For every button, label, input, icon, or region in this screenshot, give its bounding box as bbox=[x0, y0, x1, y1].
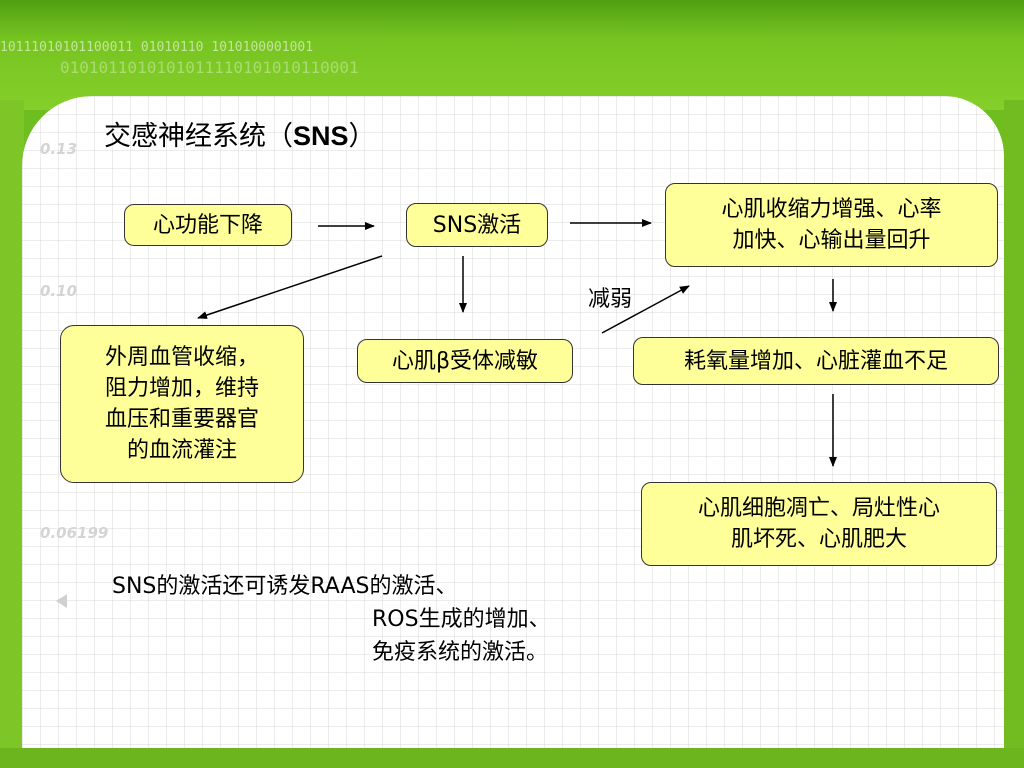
node-label-line: 加快、心输出量回升 bbox=[732, 228, 931, 253]
node-label: 耗氧量增加、心脏灌血不足 bbox=[683, 348, 948, 374]
node-apoptosis: 心肌细胞凋亡、局灶性心 肌坏死、心肌肥大 bbox=[641, 482, 997, 566]
arrow-beta-weaken bbox=[601, 285, 690, 334]
node-label-line: 的血流灌注 bbox=[126, 438, 237, 463]
node-contractility: 心肌收缩力增强、心率 加快、心输出量回升 bbox=[665, 183, 998, 267]
note-line-3: 免疫系统的激活。 bbox=[372, 640, 549, 665]
edge-label-weaken: 减弱 bbox=[588, 287, 633, 312]
bottom-frame bbox=[0, 748, 1024, 768]
binary-digits-decoration-2: 0101011010101011110101010110001 bbox=[60, 58, 359, 77]
node-label-line: 肌坏死、心肌肥大 bbox=[730, 527, 907, 552]
slide-title: 交感神经系统（SNS） bbox=[104, 114, 376, 153]
node-oxygen-consumption: 耗氧量增加、心脏灌血不足 bbox=[633, 337, 999, 385]
watermark-number: 0.10 bbox=[40, 282, 78, 300]
node-label-line: 血压和重要器官 bbox=[104, 407, 259, 432]
node-label: SNS激活 bbox=[432, 212, 522, 238]
back-arrow-icon[interactable] bbox=[56, 594, 67, 608]
title-suffix: ） bbox=[348, 121, 376, 152]
note-line-1: SNS的激活还可诱发RAAS的激活、 bbox=[112, 574, 458, 599]
watermark-number: 0.13 bbox=[40, 140, 78, 158]
node-label-line: 外周血管收缩， bbox=[104, 345, 259, 370]
title-prefix: 交感神经系统（ bbox=[104, 121, 293, 152]
left-frame bbox=[0, 100, 24, 768]
header-band bbox=[0, 0, 1024, 110]
node-label: 心肌β受体减敏 bbox=[391, 348, 539, 374]
title-abbrev: SNS bbox=[293, 121, 349, 151]
node-label-line: 阻力增加，维持 bbox=[104, 376, 259, 401]
node-vasoconstriction: 外周血管收缩， 阻力增加，维持 血压和重要器官 的血流灌注 bbox=[60, 325, 304, 483]
node-sns-activation: SNS激活 bbox=[406, 203, 548, 247]
arrow-sns-to-vasoconstriction bbox=[197, 255, 383, 319]
node-heart-decline: 心功能下降 bbox=[124, 204, 292, 246]
node-label-line: 心肌收缩力增强、心率 bbox=[721, 197, 942, 222]
right-frame bbox=[1004, 100, 1024, 768]
note-line-2: ROS生成的增加、 bbox=[372, 607, 551, 632]
watermark-number: 0.06199 bbox=[40, 524, 109, 542]
node-beta-desensitization: 心肌β受体减敏 bbox=[357, 339, 573, 383]
binary-digits-decoration: 10111010101100011 01010110 1010100001001 bbox=[0, 40, 314, 55]
node-label-line: 心肌细胞凋亡、局灶性心 bbox=[697, 496, 940, 521]
node-label: 心功能下降 bbox=[152, 212, 263, 238]
